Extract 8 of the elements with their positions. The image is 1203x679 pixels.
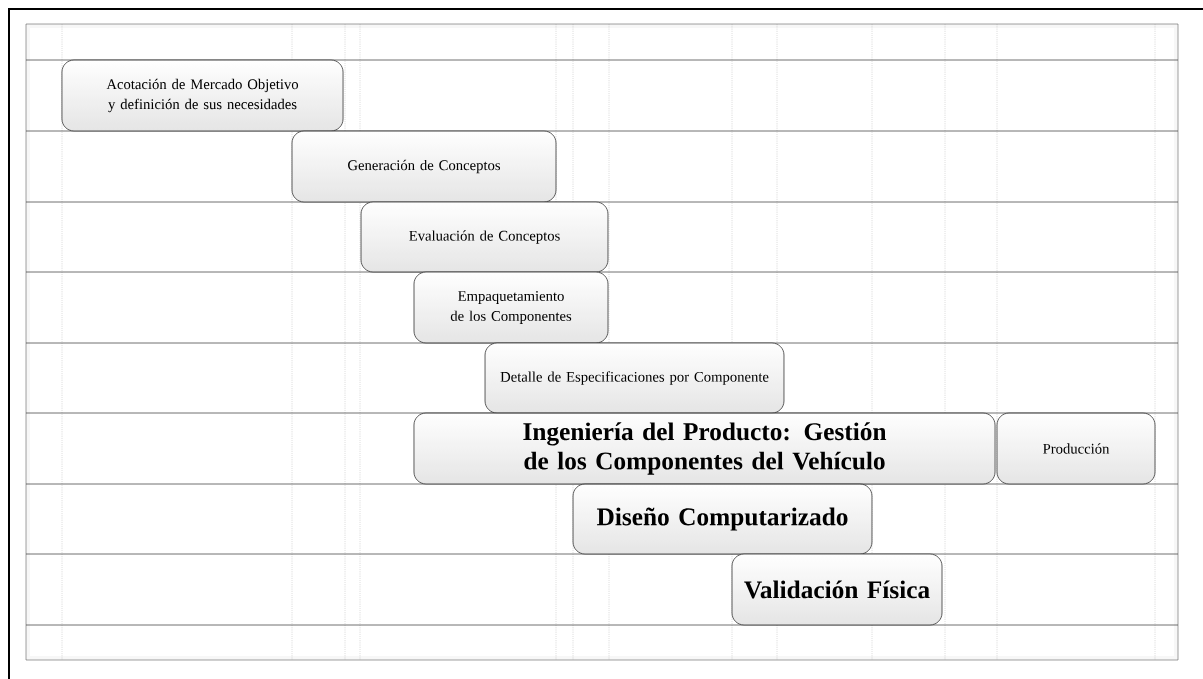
task-box: Evaluación de Conceptos bbox=[360, 201, 609, 273]
task-box: Generación de Conceptos bbox=[291, 130, 557, 203]
task-box: Producción bbox=[996, 412, 1156, 485]
task-box: Acotación de Mercado Objetivo y definición de sus necesidades bbox=[61, 59, 344, 132]
task-box: Validación Física bbox=[731, 553, 943, 626]
task-box: Diseño Computarizado bbox=[572, 483, 873, 555]
task-box: Detalle de Especificaciones por Componente bbox=[484, 342, 785, 414]
task-box: Empaquetamiento de los Componentes bbox=[413, 271, 609, 344]
